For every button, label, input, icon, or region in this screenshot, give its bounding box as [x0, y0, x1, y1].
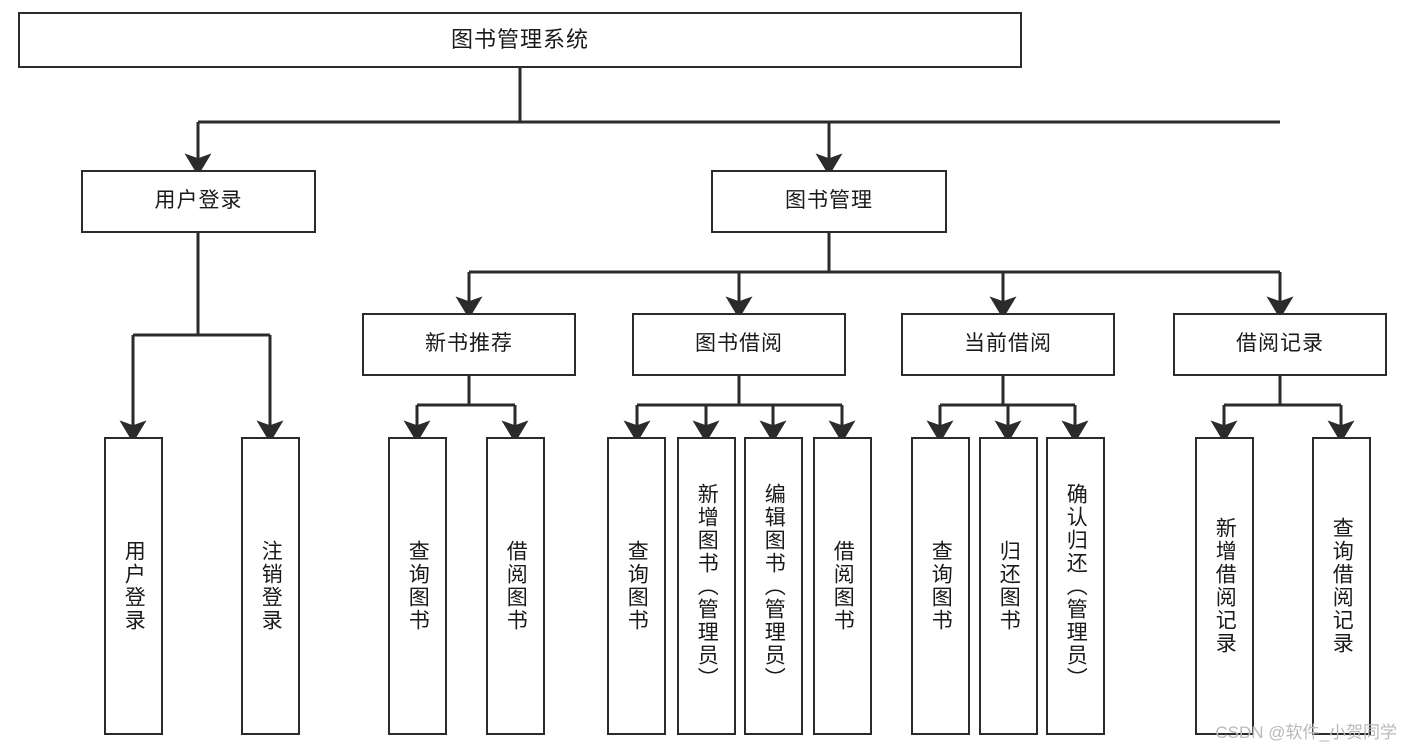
node-leaf-query-book-2[interactable]: 查询图书 [607, 437, 666, 735]
node-leaf-return-book[interactable]: 归还图书 [979, 437, 1038, 735]
node-leaf-add-record[interactable]: 新增借阅记录 [1195, 437, 1254, 735]
node-book-management-system[interactable]: 图书管理系统 [18, 12, 1022, 68]
node-label: 图书借阅 [695, 332, 783, 356]
node-current-borrow[interactable]: 当前借阅 [901, 313, 1115, 376]
node-label: 查询借阅记录 [1330, 517, 1354, 655]
node-user-login[interactable]: 用户登录 [81, 170, 316, 233]
node-label: 图书管理 [785, 189, 873, 213]
node-label: 新增图书（管理员） [695, 482, 719, 690]
csdn-watermark: CSDN @软件_小贺同学 [1215, 723, 1397, 742]
node-label: 新书推荐 [425, 332, 513, 356]
node-leaf-user-login[interactable]: 用户登录 [104, 437, 163, 735]
node-leaf-user-logout[interactable]: 注销登录 [241, 437, 300, 735]
node-leaf-borrow-book-1[interactable]: 借阅图书 [486, 437, 545, 735]
node-leaf-confirm-return[interactable]: 确认归还（管理员） [1046, 437, 1105, 735]
node-label: 查询图书 [929, 540, 953, 632]
node-label: 当前借阅 [964, 332, 1052, 356]
node-label: 图书管理系统 [450, 27, 589, 53]
node-leaf-query-record[interactable]: 查询借阅记录 [1312, 437, 1371, 735]
node-label: 新增借阅记录 [1213, 517, 1237, 655]
node-leaf-query-book-3[interactable]: 查询图书 [911, 437, 970, 735]
node-label: 用户登录 [122, 540, 146, 632]
node-leaf-query-book-1[interactable]: 查询图书 [388, 437, 447, 735]
node-new-book-recommend[interactable]: 新书推荐 [362, 313, 576, 376]
node-label: 查询图书 [406, 540, 430, 632]
node-label: 注销登录 [259, 540, 283, 632]
node-label: 查询图书 [625, 540, 649, 632]
node-label: 编辑图书（管理员） [762, 482, 786, 690]
node-leaf-edit-book[interactable]: 编辑图书（管理员） [744, 437, 803, 735]
node-label: 借阅图书 [504, 540, 528, 632]
node-book-manage[interactable]: 图书管理 [711, 170, 947, 233]
node-leaf-borrow-book-2[interactable]: 借阅图书 [813, 437, 872, 735]
node-book-borrow[interactable]: 图书借阅 [632, 313, 846, 376]
node-leaf-add-book[interactable]: 新增图书（管理员） [677, 437, 736, 735]
node-label: 借阅图书 [831, 540, 855, 632]
node-label: 确认归还（管理员） [1064, 482, 1088, 690]
node-borrow-record[interactable]: 借阅记录 [1173, 313, 1387, 376]
node-label: 借阅记录 [1236, 332, 1324, 356]
node-label: 用户登录 [154, 189, 243, 213]
node-label: 归还图书 [997, 540, 1021, 632]
